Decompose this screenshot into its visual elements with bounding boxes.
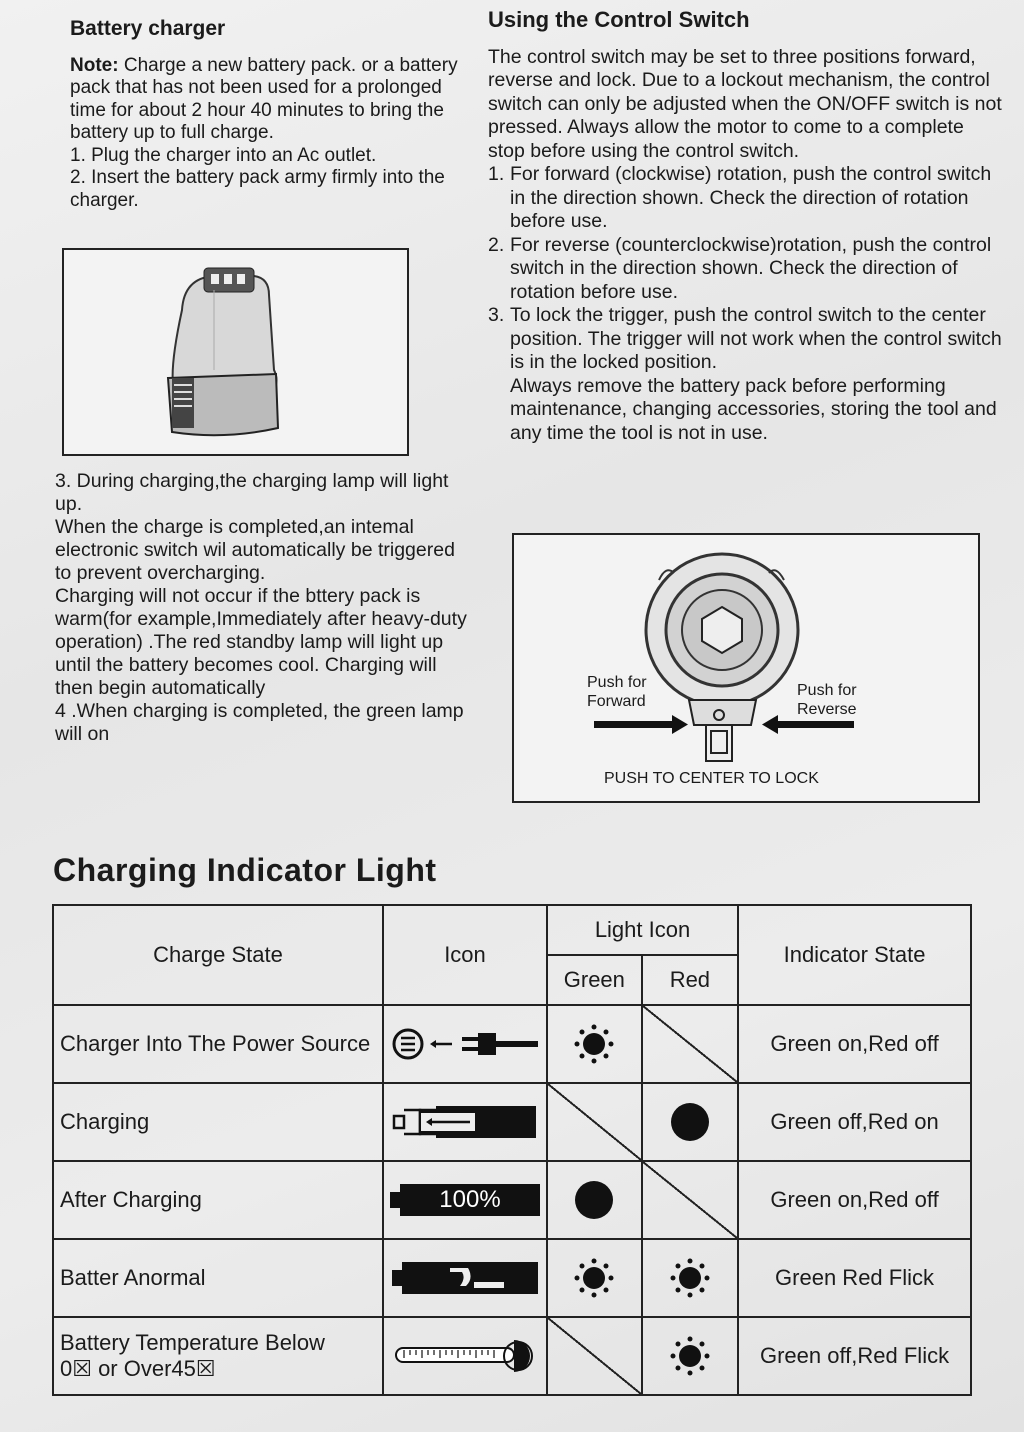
charge-completed-text: When the charge is completed,an intemal … [55,516,455,584]
indicator-state-cell: Green on,Red off [737,1160,972,1240]
charging-indicator-title: Charging Indicator Light [53,852,437,888]
note-label: Note: [70,54,119,76]
push-center-lock-label: PUSH TO CENTER TO LOCK [604,770,819,787]
control-switch-title: Using the Control Switch [488,7,750,32]
flashing-light-icon [574,1024,614,1064]
arrow-right-icon [594,715,688,734]
battery-pack-icon [166,267,280,437]
charging-indicator-table: Charge State Icon Light Icon Indicator S… [52,904,972,1396]
control-switch-section: Using the Control Switch The control swi… [488,8,1003,445]
full-battery-icon: 100% [389,1180,540,1220]
header-charge-state: Charge State [52,904,384,1006]
table-subheader-row: Green Red [53,954,971,1006]
drill-head-icon [644,552,800,762]
switch-item-2: 2.For reverse (counterclockwise)rotation… [488,233,992,303]
red-light-cell [640,1082,740,1162]
table-row: Charger Into The Power Source [52,1004,972,1084]
charge-state-cell: After Charging [52,1160,384,1240]
charger-step-4: 4 .When charging is completed, the green… [55,700,464,745]
battery-removal-warning: Always remove the battery pack before pe… [510,374,997,444]
green-light-cell [545,1160,643,1240]
control-switch-intro: The control switch may be set to three p… [488,45,1002,162]
charge-state-cell: Charging [52,1082,384,1162]
charge-state-cell: Charger Into The Power Source [52,1004,384,1084]
icon-cell [381,1316,548,1396]
charging-info: 3. During charging,the charging lamp wil… [55,470,475,746]
charger-step-1: 1. Plug the charger into an Ac outlet. [70,144,377,166]
charger-step-3: 3. During charging,the charging lamp wil… [55,470,449,515]
green-light-cell [545,1082,643,1162]
red-light-cell [640,1316,740,1396]
abnormal-battery-icon [391,1262,538,1294]
plug-icon [392,1028,538,1060]
flashing-light-icon [670,1336,710,1376]
charging-battery-icon [392,1106,536,1138]
red-light-cell [640,1238,740,1318]
green-light-cell [545,1238,643,1318]
thermometer-icon [394,1340,533,1372]
indicator-state-cell: Green Red Flick [737,1238,972,1318]
header-red: Red [640,954,740,1006]
green-light-cell [545,1316,643,1396]
battery-charger-section: Battery charger Note: Charge a new batte… [70,17,470,212]
charger-step-2: 2. Insert the battery pack army firmly i… [70,167,445,211]
battery-charger-title: Battery charger [70,17,226,40]
red-light-cell [640,1160,740,1240]
table-header-row: Charge State Icon Light Icon Indicator S… [52,904,972,1006]
icon-cell: 100% [381,1160,548,1240]
header-green: Green [545,954,643,1006]
note-text: Charge a new battery pack. or a battery … [70,54,458,144]
icon-cell [381,1004,548,1084]
icon-cell [381,1082,548,1162]
indicator-state-cell: Green on,Red off [737,1004,972,1084]
switch-item-3: 3.To lock the trigger, push the control … [488,304,1002,373]
table-row: Charging Green off,Red on [52,1082,972,1162]
header-icon: Icon [381,904,548,1006]
switch-item-1: 1.For forward (clockwise) rotation, push… [488,163,992,232]
arrow-left-icon [762,715,854,734]
flashing-light-icon [574,1258,614,1298]
header-light-icon: Light Icon [545,904,740,956]
header-indicator-state: Indicator State [737,904,972,1006]
table-row: After Charging 100% Green on,Red off [52,1160,972,1240]
table-row: Batter Anormal [52,1238,972,1318]
charge-state-cell: Batter Anormal [52,1238,384,1318]
indicator-state-cell: Green off,Red Flick [737,1316,972,1396]
battery-illustration [62,248,409,456]
solid-light-icon [670,1103,709,1141]
solid-light-icon [575,1181,614,1219]
note-paragraph: Note: Charge a new battery pack. or a ba… [70,55,470,145]
flashing-light-icon [670,1258,710,1298]
warm-battery-text: Charging will not occur if the bttery pa… [55,585,467,699]
green-light-cell [545,1004,643,1084]
indicator-state-cell: Green off,Red on [737,1082,972,1162]
battery-percent-text: 100% [399,1184,540,1216]
icon-cell [381,1238,548,1318]
red-light-cell [640,1004,740,1084]
